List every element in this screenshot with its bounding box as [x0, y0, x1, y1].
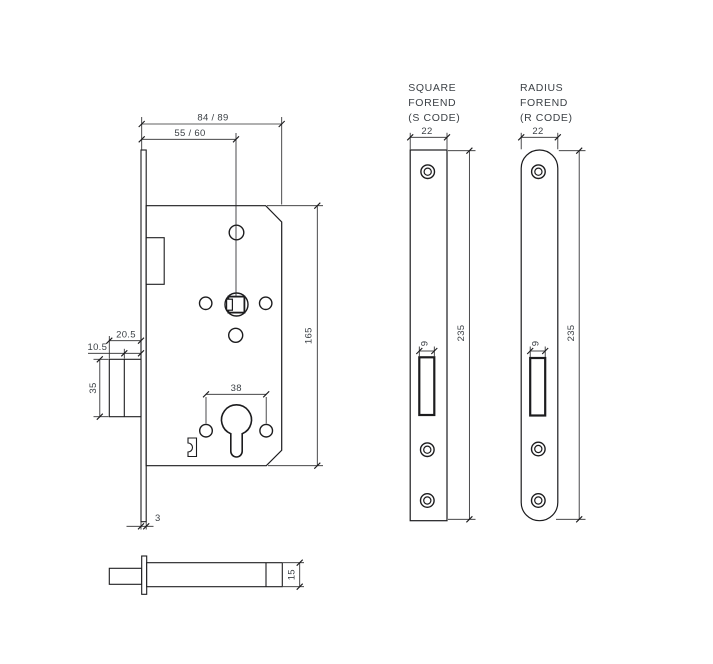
forend-plate-edge: [140, 149, 147, 523]
square-forend-plate: [409, 149, 448, 522]
dim-bolt-throw: 20.5: [116, 329, 136, 340]
dim-case-height: 165: [304, 327, 315, 344]
lock-case-front-view: [108, 149, 283, 523]
square-forend-label-line1: SQUARE: [408, 82, 456, 94]
dim-square-forend-slot-width: 9: [420, 341, 431, 347]
spindle-notch: [226, 298, 234, 311]
front-view-dimensions: 84 / 89 55 / 60 165 20.5 10.5 35: [88, 113, 323, 530]
case-side: [146, 562, 283, 588]
screw-hole-inner: [423, 445, 432, 454]
radius-forend-label-line3: (R CODE): [520, 112, 573, 124]
dim-forend-thickness: 3: [155, 513, 161, 524]
deadbolt: [108, 358, 142, 418]
square-forend-view: SQUARE FOREND (S CODE) 22 235 9: [406, 82, 476, 523]
screw-hole-inner: [534, 444, 543, 454]
bracket-detail: [187, 437, 198, 458]
right-fixing-hole: [258, 296, 273, 311]
radius-forend-label-line2: FOREND: [520, 97, 568, 109]
forend-side: [141, 555, 148, 595]
dim-radius-forend-width: 22: [532, 126, 543, 137]
screw-hole-inner: [423, 167, 432, 176]
lock-case-outline: [145, 205, 283, 467]
dim-backset: 55 / 60: [174, 128, 205, 139]
lower-fixing-hole: [227, 327, 244, 343]
radius-forend-plate: [520, 149, 559, 522]
dim-radius-forend-length: 235: [566, 325, 577, 342]
radius-forend-view: RADIUS FOREND (R CODE) 22 235 9: [517, 82, 586, 523]
cylinder-fixing-hole-left: [198, 423, 213, 438]
latch-bolt: [145, 237, 165, 285]
dim-bolt-height: 35: [88, 382, 99, 393]
dim-bolt-step: 10.5: [88, 342, 108, 353]
euro-cylinder-hole: [220, 404, 253, 458]
deadbolt-side: [108, 567, 143, 585]
dim-case-thickness: 15: [287, 569, 298, 580]
left-fixing-hole: [198, 296, 213, 311]
cylinder-fixing-hole-right: [259, 423, 274, 438]
lock-case-side-view: 15: [108, 555, 304, 595]
dim-cylinder-fixing-centres: 38: [231, 383, 242, 394]
radius-forend-label-line1: RADIUS: [520, 82, 563, 94]
dim-radius-forend-slot-width: 9: [530, 341, 541, 347]
bolt-cutout: [418, 356, 436, 417]
dim-square-forend-length: 235: [456, 325, 467, 342]
screw-hole-inner: [423, 496, 432, 505]
screw-hole-inner: [534, 496, 543, 505]
square-forend-label-line2: FOREND: [408, 97, 456, 109]
top-fixing-hole: [228, 224, 245, 241]
dim-overall-width: 84 / 89: [197, 113, 228, 124]
bolt-cutout: [529, 356, 547, 417]
screw-hole-inner: [534, 167, 543, 176]
square-forend-label-line3: (S CODE): [408, 112, 460, 124]
dim-square-forend-width: 22: [421, 126, 432, 137]
